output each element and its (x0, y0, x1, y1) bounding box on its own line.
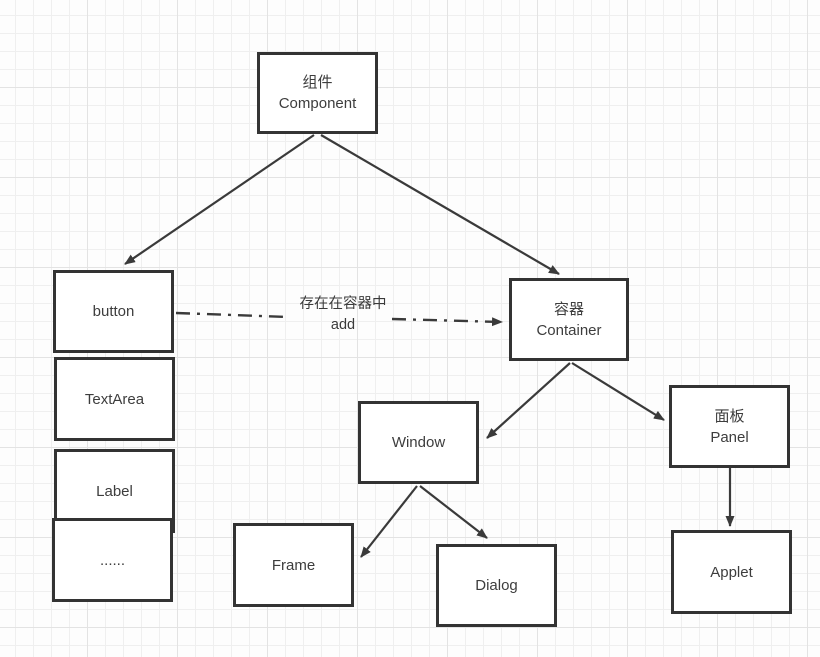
edge-button-to-container-right-segment (391, 317, 503, 327)
node-textarea-label: TextArea (84, 390, 145, 408)
node-container[interactable]: 容器 Container (509, 278, 629, 361)
node-panel[interactable]: 面板 Panel (669, 385, 790, 468)
edge-button-to-container-left-segment (175, 311, 289, 319)
edge-component-to-button (124, 134, 315, 265)
node-button-label: button (92, 303, 135, 320)
node-container-label: 容器 Container (536, 300, 602, 339)
node-dialog-label: Dialog (475, 577, 518, 594)
edge-container-to-window (486, 362, 571, 439)
node-applet-label: Applet (710, 563, 753, 581)
node-button[interactable]: button (53, 270, 174, 353)
node-component[interactable]: 组件 Component (257, 52, 378, 134)
edge-component-to-container (320, 134, 560, 275)
node-label-label: Label (96, 482, 133, 500)
node-component-label: 组件 Component (278, 74, 357, 112)
edge-window-to-dialog (419, 485, 488, 539)
node-window[interactable]: Window (358, 401, 479, 484)
node-frame-label: Frame (271, 556, 316, 574)
node-ellipsis[interactable]: ...... (52, 518, 173, 602)
node-applet[interactable]: Applet (671, 530, 792, 614)
node-window-label: Window (391, 434, 446, 451)
node-dialog[interactable]: Dialog (436, 544, 557, 627)
edge-window-to-frame (360, 485, 418, 558)
node-frame[interactable]: Frame (233, 523, 354, 607)
edge-label-add-to-container: 存在在容器中 add (299, 296, 387, 333)
node-ellipsis-label: ...... (99, 551, 125, 569)
node-textarea[interactable]: TextArea (54, 357, 175, 441)
node-panel-label: 面板 Panel (710, 407, 749, 446)
edge-container-to-panel (571, 362, 665, 421)
